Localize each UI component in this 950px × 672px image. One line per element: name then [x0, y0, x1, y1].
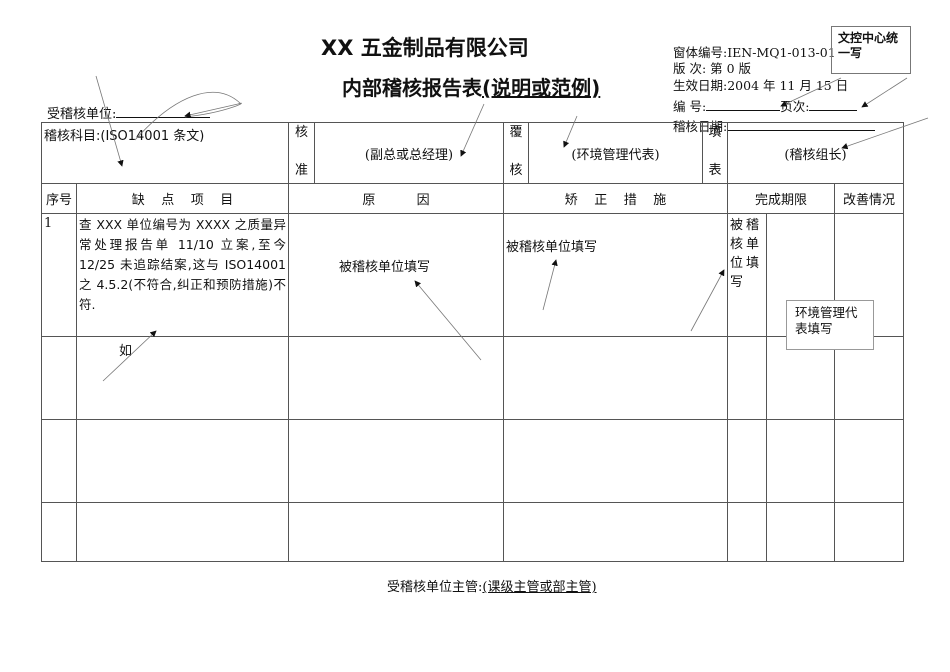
empty-cell [41, 419, 77, 503]
audit-subject: 稽核科目:(ISO14001 条文) [41, 122, 289, 184]
arrow-action [542, 259, 558, 311]
empty-cell [41, 502, 77, 562]
doc-control-note: 文控中心统一写 [831, 26, 911, 74]
empty-cell [503, 502, 728, 562]
empty-cell [76, 419, 289, 503]
review-value: (环境管理代表) [528, 122, 703, 184]
table-row: 1 查 XXX 单位编号为 XXXX 之质量异常处理报告单 11/10 立案,至… [41, 213, 905, 337]
audited-unit-blank [116, 104, 211, 118]
arrow-serial [780, 77, 842, 107]
arrow-review [563, 115, 578, 148]
col-header-deadline: 完成期限 [727, 183, 835, 214]
company-name: XX 五金制品有限公司 [321, 36, 529, 60]
table-row [41, 419, 905, 503]
defect-text: 查 XXX 单位编号为 XXXX 之质量异常处理报告单 11/10 立案,至今 … [79, 217, 286, 312]
cause-cell: 被稽核单位填写 [288, 213, 504, 337]
review-label-bottom: 核 [509, 163, 523, 178]
serial-blank [706, 97, 781, 111]
row-number: 1 [41, 213, 77, 337]
audited-unit-label: 受稽核单位: [47, 107, 117, 122]
table-row: 如 [41, 336, 905, 420]
arrow-example-curve [134, 91, 241, 141]
approve-label-bottom: 准 [294, 163, 308, 178]
signoff-row: 稽核科目:(ISO14001 条文) 核准 (副总或总经理) 覆核 (环境管理代… [41, 122, 905, 184]
fill-label-bottom: 表 [708, 163, 722, 178]
col-header-cause: 原 因 [288, 183, 504, 214]
defect-cell: 查 XXX 单位编号为 XXXX 之质量异常处理报告单 11/10 立案,至今 … [76, 213, 289, 337]
empty-cell [288, 502, 504, 562]
arrow-approve [460, 103, 485, 157]
title-main: 内部稽核报告表 [342, 76, 482, 100]
arrow-page [861, 77, 908, 108]
empty-cell [833, 502, 905, 562]
fill-label-top: 填 [708, 125, 722, 140]
env-rep-note: 环境管理代表填写 [786, 300, 874, 350]
arrow-cause [414, 280, 482, 361]
review-label-top: 覆 [509, 125, 523, 140]
arrow-fill [841, 117, 929, 150]
empty-cell [76, 502, 289, 562]
col-header-improvement: 改善情况 [833, 183, 905, 214]
title-note: (说明或范例) [482, 76, 601, 100]
page-blank [809, 97, 858, 111]
form-title: 内部稽核报告表(说明或范例) [342, 72, 600, 101]
fill-value: (稽核组长) [726, 122, 905, 184]
serial-label: 编 号: [673, 99, 707, 114]
approve-label-top: 核 [294, 125, 308, 140]
empty-cell [766, 502, 835, 562]
empty-cell [288, 336, 504, 420]
empty-cell [503, 419, 728, 503]
effective-date: 生效日期:2004 年 11 月 15 日 [673, 78, 849, 93]
arrow-deadline [690, 269, 725, 332]
table-row [41, 502, 905, 562]
arrow-audited-unit [184, 102, 242, 118]
arrow-audited-unit-head [184, 103, 239, 118]
empty-cell [766, 336, 835, 420]
arrow-example [102, 330, 157, 382]
footer-signoff: 受稽核单位主管:(课级主管或部主管) [387, 576, 597, 595]
audited-unit-field: 受稽核单位: [47, 103, 211, 122]
form-number: 窗体编号:IEN-MQ1-013-01 [673, 45, 836, 60]
empty-cell [833, 419, 905, 503]
deadline-cell: 被稽核单位填写 [727, 213, 767, 337]
arrow-audit-subject [95, 75, 124, 167]
version: 版 次: 第 0 版 [673, 61, 752, 76]
action-cell: 被稽核单位填写 [503, 213, 728, 337]
footer-label: 受稽核单位主管: [387, 580, 483, 595]
audit-report-table: 稽核科目:(ISO14001 条文) 核准 (副总或总经理) 覆核 (环境管理代… [41, 122, 905, 562]
footer-value: (课级主管或部主管) [482, 580, 597, 595]
col-header-defect: 缺 点 项 目 [76, 183, 289, 214]
empty-cell [288, 419, 504, 503]
